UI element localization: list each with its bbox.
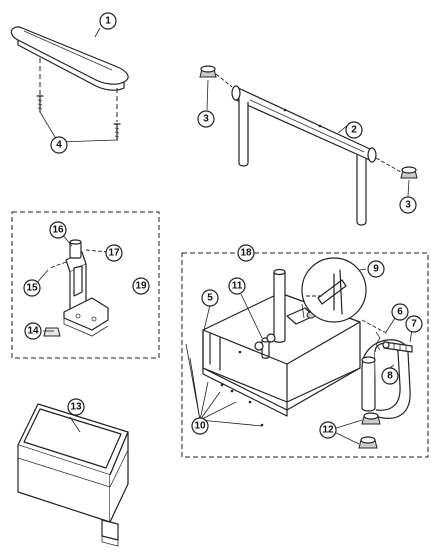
svg-text:12: 12 [322,425,334,436]
callout-15: 15 [23,279,41,297]
callout-14: 14 [24,322,42,340]
leader-10 [185,343,263,427]
leader-15 [35,269,49,285]
svg-text:3: 3 [405,200,411,211]
armrest-screw-lines [39,58,118,122]
callout-4: 4 [50,136,68,154]
basket-spring [361,319,389,351]
leader-5 [203,304,211,331]
callout-7: 7 [405,315,423,333]
svg-text:1: 1 [105,16,111,27]
callout-11: 11 [228,277,246,295]
callout-10: 10 [191,417,209,435]
bracket-dash-15 [49,261,67,269]
callout-13: 13 [67,398,85,416]
svg-text:15: 15 [26,283,38,294]
mounting-bracket [63,251,109,337]
leader-11 [240,293,263,339]
callout-18: 18 [237,244,255,262]
leader-13 [69,416,81,433]
detail-circle-9 [301,257,367,323]
leader-4 [39,111,118,143]
callout-1: 1 [99,12,117,30]
bracket-assembly-box [11,211,160,359]
callout-19: 19 [132,277,150,295]
callout-5: 5 [201,289,219,307]
svg-text:3: 3 [203,114,209,125]
svg-text:4: 4 [56,140,62,151]
svg-text:6: 6 [397,307,403,318]
armrest-tube-frame [231,85,377,226]
basket-frame [202,268,361,427]
bracket-dash-17 [85,249,109,253]
callout-16: 16 [49,221,67,239]
basket-pin [382,341,413,353]
svg-text:13: 13 [70,402,82,413]
callout-6: 6 [391,303,409,321]
bracket-clip [43,327,61,337]
svg-text:2: 2 [351,125,357,136]
svg-text:16: 16 [52,225,64,236]
leader-3a [206,79,209,111]
svg-text:7: 7 [411,319,417,330]
svg-text:17: 17 [108,248,120,259]
callout-8: 8 [381,367,399,385]
screw-right [113,123,121,141]
basket-feet [358,412,381,449]
side-panel [17,403,129,547]
screw-left [36,95,44,113]
svg-text:14: 14 [27,326,39,337]
callout-2: 2 [345,121,363,139]
callout-12: 12 [319,421,337,439]
svg-text:19: 19 [135,281,147,292]
end-cap-left [199,65,217,78]
basket-assembly-box [181,252,429,458]
armrest-pad [10,26,129,91]
leader-3b [407,179,410,197]
svg-text:8: 8 [387,371,393,382]
svg-text:10: 10 [194,421,206,432]
bracket-knob [69,239,82,259]
callout-9: 9 [367,260,385,278]
svg-text:5: 5 [207,293,213,304]
leader-9 [359,268,367,271]
callout-3b: 3 [399,196,417,214]
cap-line-right [375,157,402,173]
leader-1 [94,27,101,38]
svg-text:9: 9 [373,264,379,275]
callout-17: 17 [105,244,123,262]
svg-text:18: 18 [240,248,252,259]
callout-3a: 3 [197,110,215,128]
end-cap-right [400,166,418,179]
svg-text:11: 11 [232,281,243,292]
cap-line-left [215,73,233,88]
